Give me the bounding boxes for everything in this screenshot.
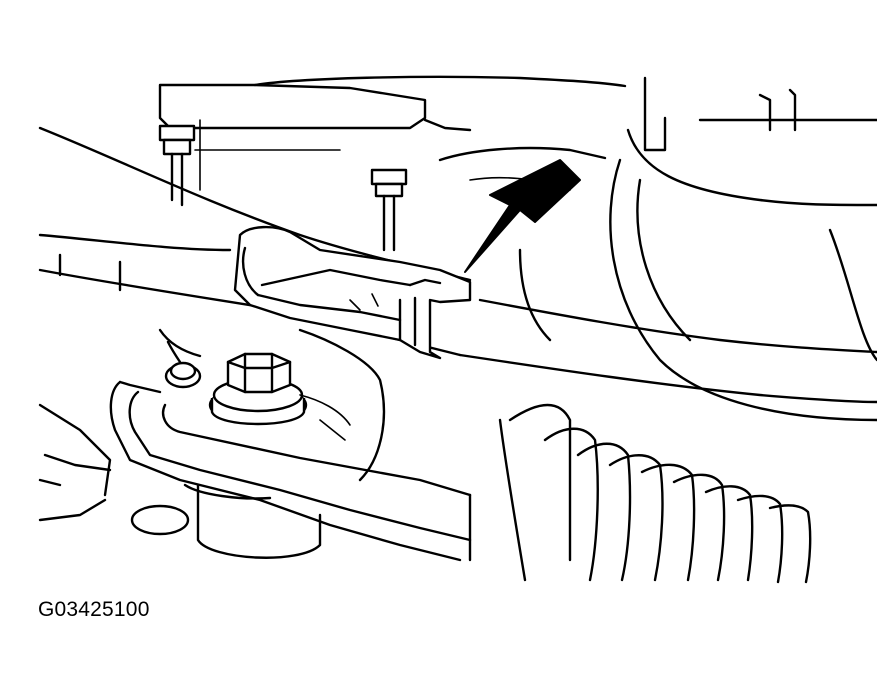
mounting-stud-right [370,168,408,252]
clamp [233,225,472,360]
figure-id-label: G03425100 [38,598,150,621]
arrow-icon [464,159,581,273]
small-nut [164,340,202,389]
lower-bracket [38,380,472,562]
mount-cylinder [130,483,322,559]
tie-rod [38,126,877,404]
mounting-stud-left [158,124,196,207]
pinion-housing [158,328,386,482]
bellows-boot [498,403,812,584]
hex-bolt [208,352,308,426]
rack-housing [438,76,877,422]
upper-bracket [158,75,627,191]
